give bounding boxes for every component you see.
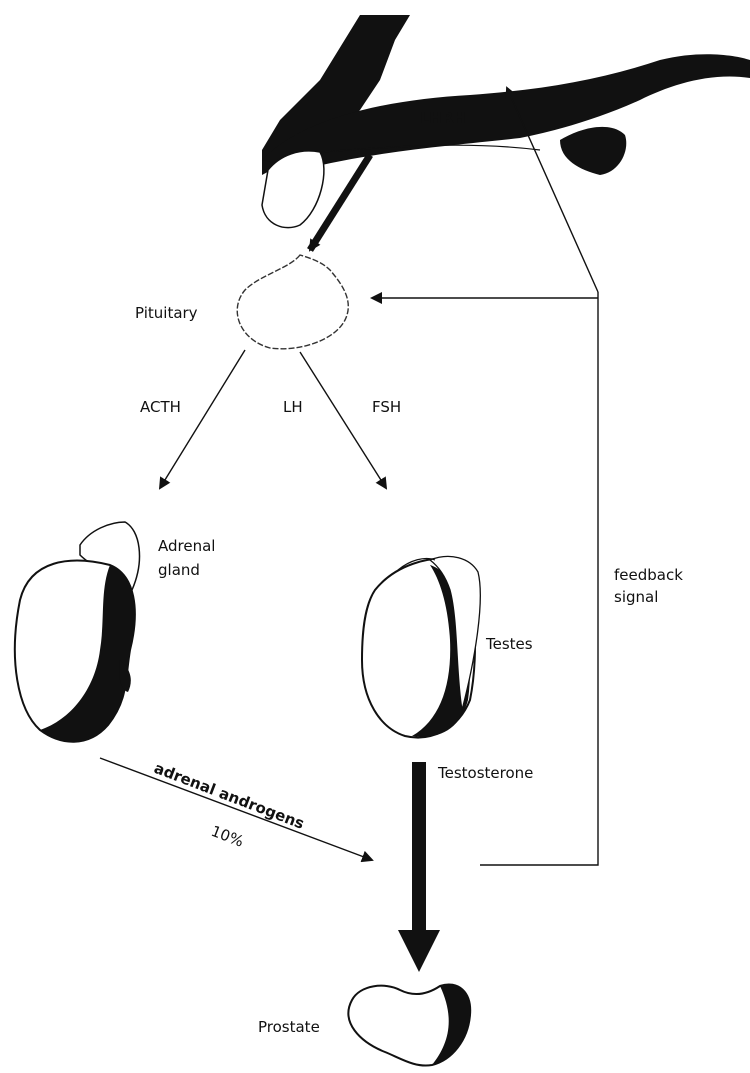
- label-lh: LH: [283, 398, 303, 416]
- hypothalamus-illustration: [262, 15, 750, 228]
- adrenal-gland-illustration: [15, 522, 140, 742]
- acth-arrow: [160, 350, 245, 488]
- label-testes: Testes: [485, 635, 533, 653]
- testis-illustration: [362, 556, 480, 737]
- label-feedback-line2: signal: [614, 588, 658, 606]
- prostate-illustration: [348, 984, 470, 1065]
- label-prostate: Prostate: [258, 1018, 320, 1036]
- label-pituitary: Pituitary: [135, 304, 198, 322]
- label-feedback-line1: feedback: [614, 566, 683, 584]
- label-adrenal-androgens: adrenal androgens: [152, 759, 307, 833]
- label-acth: ACTH: [140, 398, 181, 416]
- label-adrenal-line2: gland: [158, 561, 200, 579]
- testosterone-arrow-shaft: [412, 762, 426, 932]
- label-adrenal-percent: 10%: [209, 822, 247, 851]
- pituitary-gland: [237, 255, 348, 349]
- testosterone-arrow-head: [398, 930, 440, 972]
- label-lhrh: LHRH: [420, 109, 466, 127]
- label-adrenal-line1: Adrenal: [158, 537, 215, 555]
- label-fsh: FSH: [372, 398, 401, 416]
- label-testosterone: Testosterone: [437, 764, 533, 782]
- lh-fsh-arrow: [300, 352, 386, 488]
